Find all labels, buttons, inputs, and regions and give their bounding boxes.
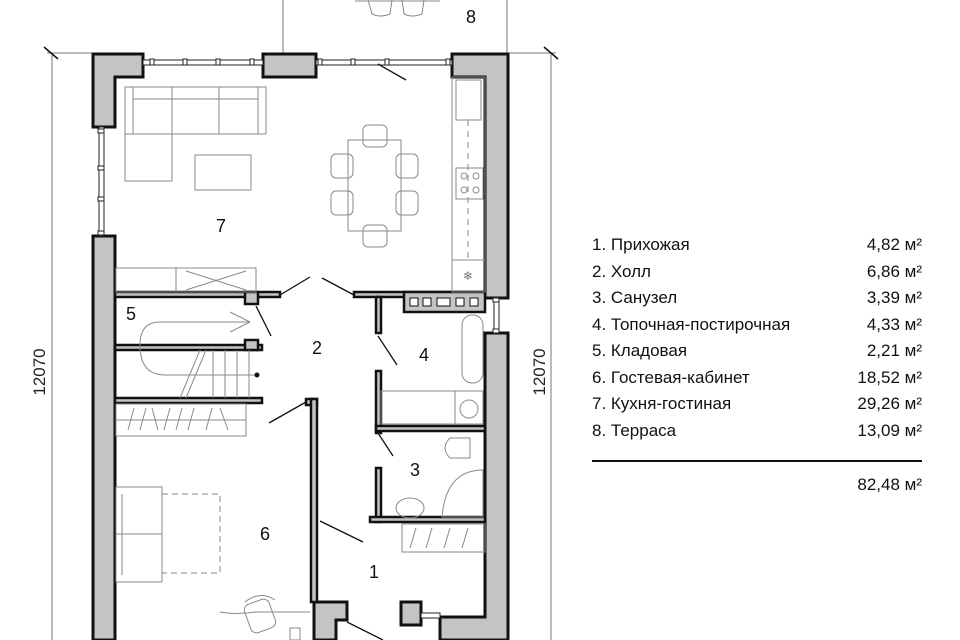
legend-room-label: 1. Прихожая [592,235,690,254]
legend-room-area: 13,09 м² [857,420,922,440]
guest-room-furniture [115,486,310,640]
legend-room-area: 2,21 м² [866,341,922,360]
interior-walls [113,290,487,604]
legend-room-area: 6,86 м² [866,261,922,281]
legend-room-label: 7. Кухня-гостиная [592,394,732,413]
legend-row: 3. Санузел 3,39 м² [592,285,922,312]
dimension-right-label: 12070 [530,348,549,395]
room-label-4: 4 [419,345,429,365]
room-area-legend: 1. Прихожая 4,82 м² 2. Холл 6,86 м² 3. Сан… [592,232,922,499]
legend-row: 7. Кухня-гостиная 29,26 м² [592,391,922,418]
legend-divider [592,460,922,462]
room-label-8: 8 [466,7,476,27]
dimension-lines [43,46,559,640]
legend-room-label: 6. Гостевая-кабинет [592,367,750,387]
legend-room-area: 4,82 м² [866,235,922,254]
room-label-7: 7 [216,216,226,236]
legend-row: 2. Холл 6,86 м² [592,259,922,286]
bathroom-fixtures [380,314,486,553]
legend-row: 5. Кладовая 2,21 м² [592,338,922,365]
legend-room-label: 3. Санузел [592,288,678,307]
legend-room-area: 29,26 м² [857,394,922,413]
legend-room-label: 2. Холл [592,261,651,281]
legend-row: 8. Терраса 13,09 м² [592,418,922,445]
exterior-walls [91,52,510,640]
terrace [282,0,508,55]
legend-row: 4. Топочная-постирочная 4,33 м² [592,312,922,339]
room-label-3: 3 [410,460,420,480]
legend-room-area: 18,52 м² [857,367,922,387]
legend-row: 6. Гостевая-кабинет 18,52 м² [592,365,922,392]
doors [255,276,398,640]
room-label-2: 2 [312,338,322,358]
legend-room-label: 8. Терраса [592,420,677,440]
legend-room-area: 4,33 м² [866,314,922,334]
floor-plan: 12070 12070 [30,0,559,640]
dimension-left-label: 12070 [30,348,49,395]
room-label-1: 1 [369,562,379,582]
legend-room-label: 5. Кладовая [592,341,688,360]
legend-room-label: 4. Топочная-постирочная [592,314,791,334]
room-label-6: 6 [260,524,270,544]
room-label-5: 5 [126,304,136,324]
svg-text:❄: ❄ [463,269,473,283]
windows [97,58,500,619]
living-room-furniture: ❄ [115,76,486,293]
legend-row: 1. Прихожая 4,82 м² [592,232,922,259]
legend-total-area: 82,48 м² [857,475,922,494]
legend-room-area: 3,39 м² [866,288,922,307]
stairs [115,311,260,437]
